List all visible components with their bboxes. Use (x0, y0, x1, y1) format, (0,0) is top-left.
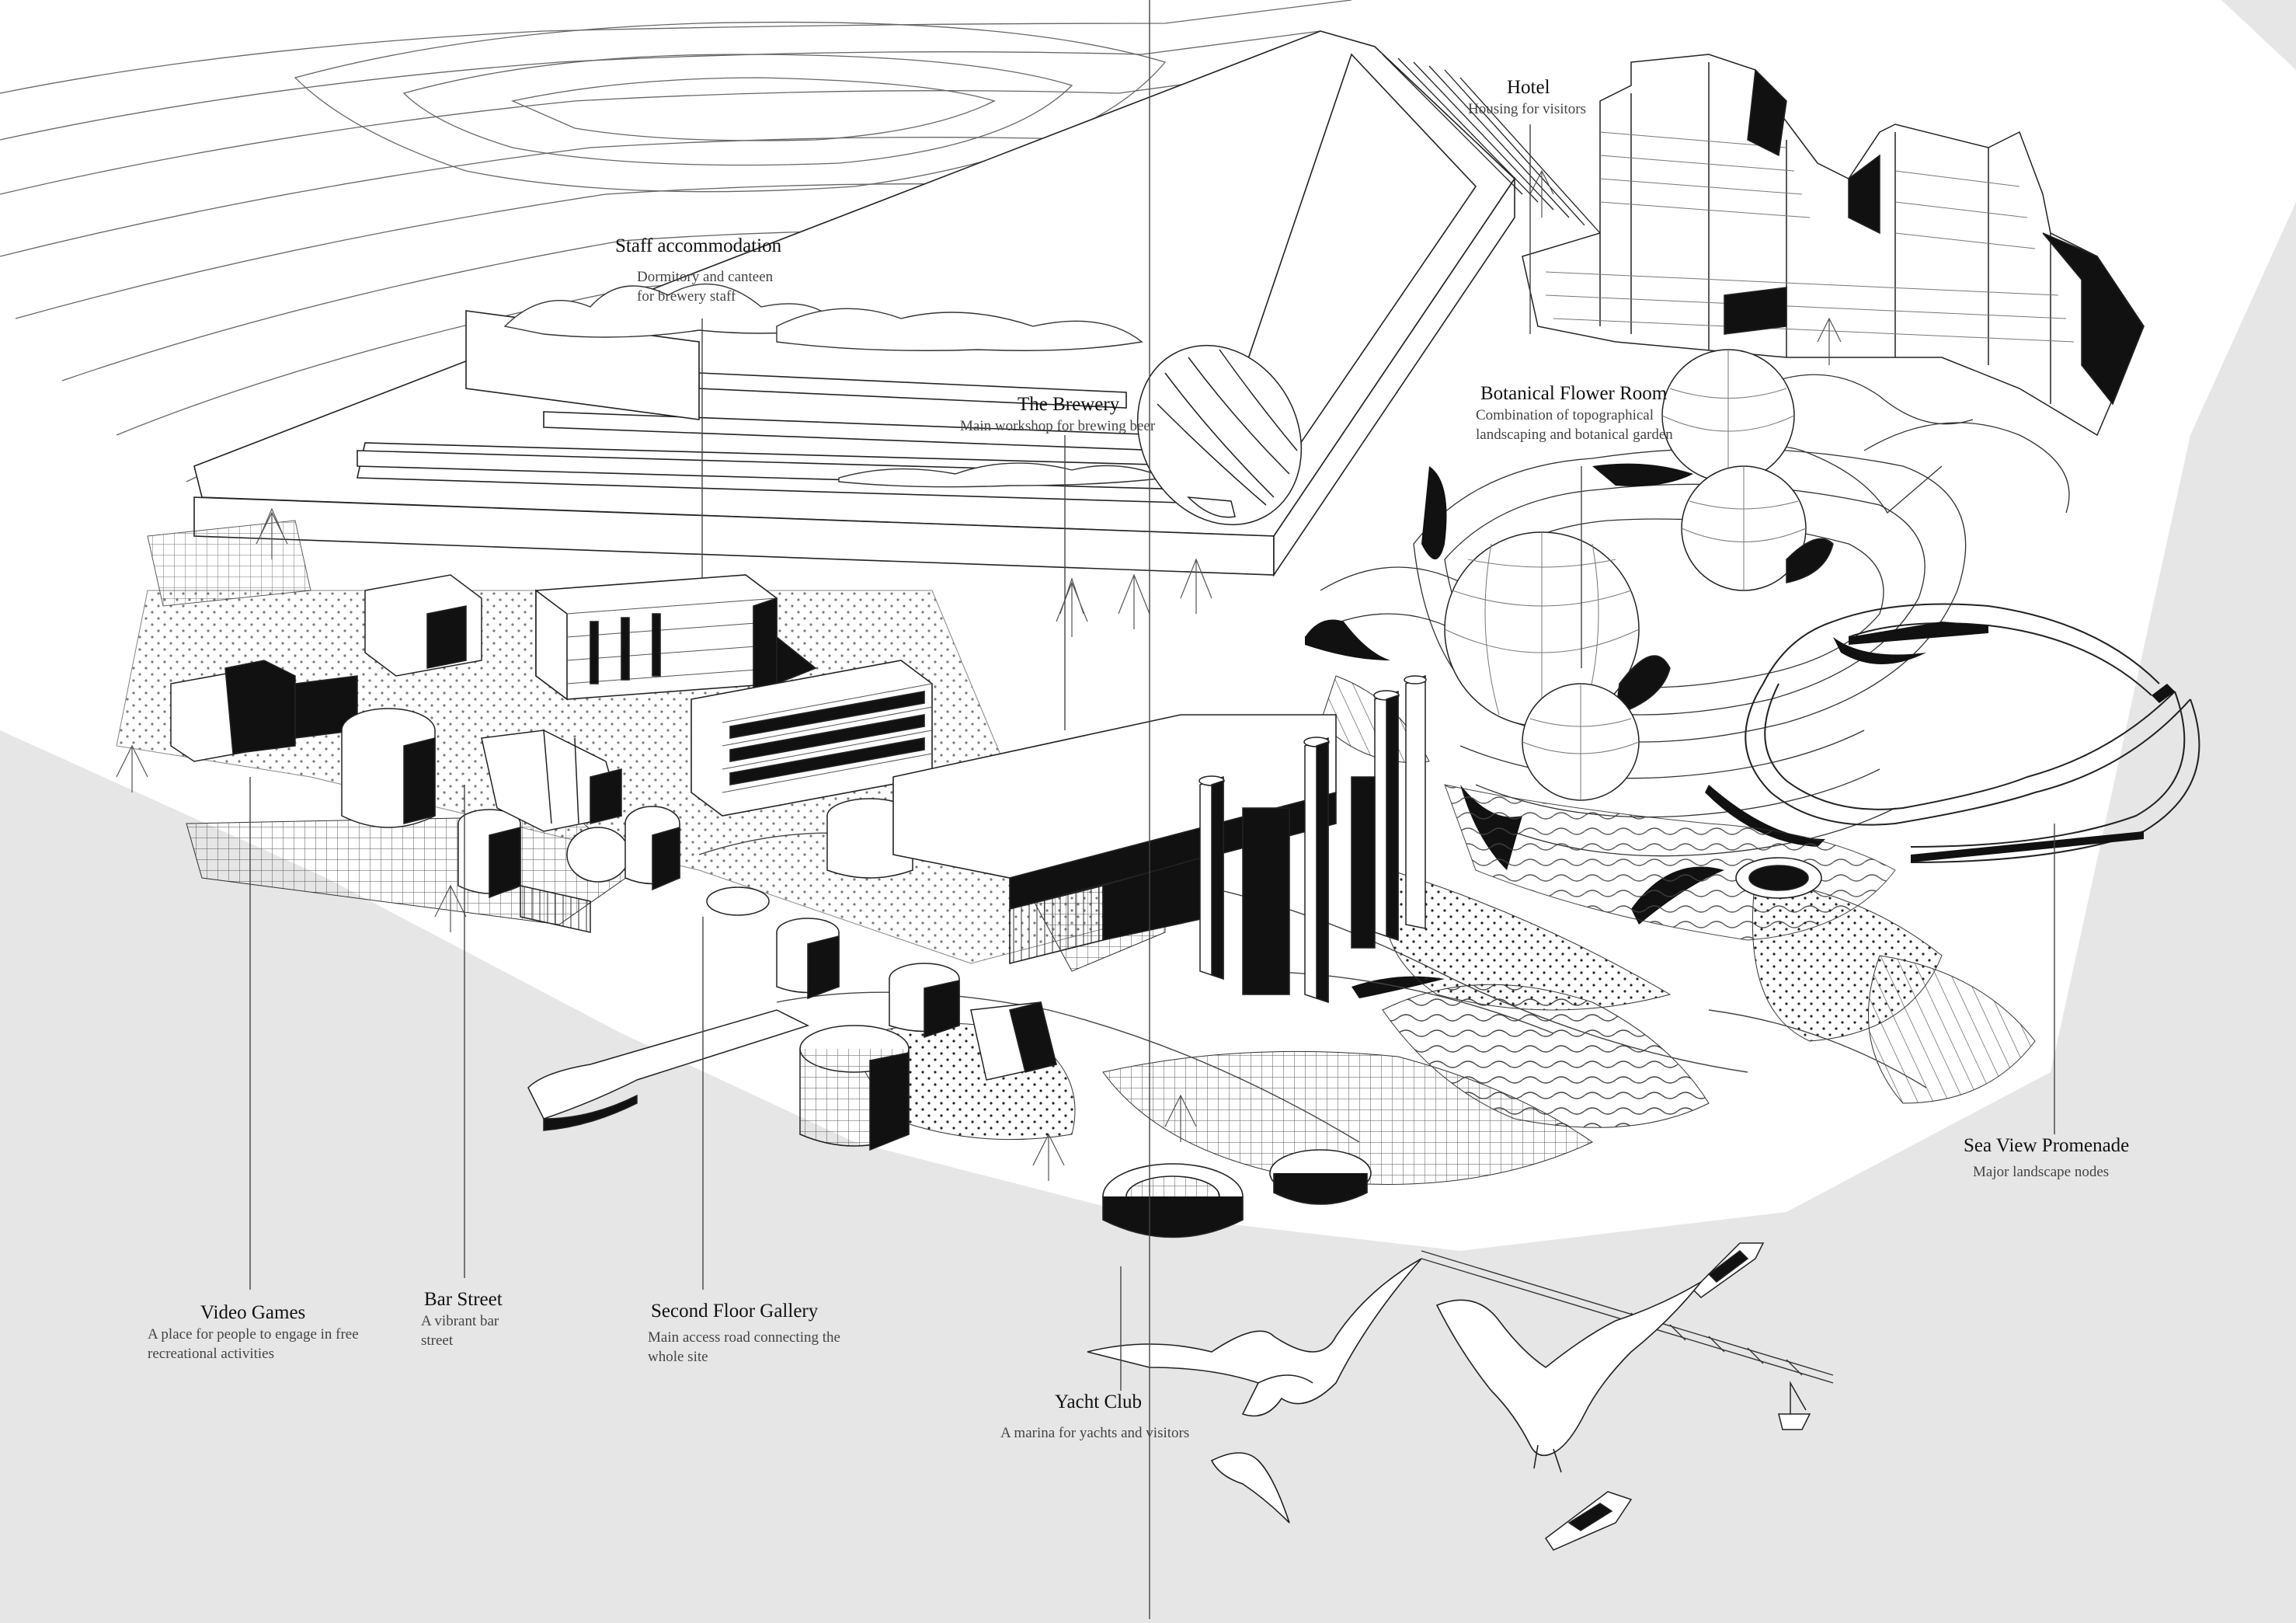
seaview-title: Sea View Promenade (1964, 1135, 2130, 1156)
videogames-title: Video Games (200, 1302, 306, 1323)
label-hotel: Hotel Housing for visitors (1468, 76, 1586, 119)
gallery-desc: Main access road connecting the whole si… (648, 1329, 840, 1365)
clouds (503, 283, 1167, 488)
brewery-hall (892, 714, 1337, 965)
label-brewery: The Brewery Main workshop for brewing be… (960, 393, 1155, 436)
staff-accommodation (535, 574, 817, 701)
hotel-title: Hotel (1507, 77, 1550, 98)
label-botanical: Botanical Flower Room Combination of top… (1476, 382, 1724, 444)
label-staff-accommodation: Staff accommodation Dormitory and cantee… (615, 235, 792, 306)
seaview-desc: Major landscape nodes (1973, 1164, 2110, 1180)
contour-hill (0, 0, 1352, 482)
brewery-desc: Main workshop for brewing beer (960, 418, 1156, 434)
brewery-towers (1198, 674, 1427, 1004)
label-video-games: Video Games A place for people to engage… (148, 1301, 373, 1364)
yacht-desc: A marina for yachts and visitors (1000, 1425, 1190, 1441)
domes (1444, 349, 1834, 801)
airship (1136, 344, 1303, 526)
leader-lines (249, 0, 2055, 1619)
label-yacht-club: Yacht Club A marina for yachts and visit… (1000, 1391, 1189, 1443)
staff-title: Staff accommodation (615, 235, 782, 256)
barstreet-desc: A vibrant bar street (421, 1313, 499, 1349)
brewery-stairs (1382, 54, 1601, 234)
label-bar-street: Bar Street A vibrant bar street (421, 1288, 522, 1350)
pier (527, 1009, 809, 1131)
trees (116, 169, 1842, 1181)
gallery-title: Second Floor Gallery (651, 1301, 819, 1322)
seagulls (1087, 1258, 1702, 1524)
label-second-floor-gallery: Second Floor Gallery Main access road co… (648, 1300, 873, 1367)
boats (1544, 1242, 1811, 1551)
yacht-title: Yacht Club (1055, 1391, 1143, 1412)
botanical-desc: Combination of topographical landscaping… (1476, 407, 1673, 443)
videogames-desc: A place for people to engage in free rec… (148, 1326, 359, 1362)
botanical-title: Botanical Flower Room (1480, 383, 1668, 404)
barstreet-title: Bar Street (424, 1289, 503, 1310)
label-sea-view-promenade: Sea View Promenade Major landscape nodes (1964, 1134, 2129, 1182)
bar-street-buildings (341, 708, 680, 933)
staff-desc: Dormitory and canteen for brewery staff (637, 269, 774, 305)
hotel-building (1522, 54, 2145, 437)
hotel-desc: Housing for visitors (1468, 101, 1586, 117)
small-blocks (170, 574, 482, 762)
brewery-title: The Brewery (1018, 394, 1120, 415)
yacht-club (1102, 857, 1822, 1238)
